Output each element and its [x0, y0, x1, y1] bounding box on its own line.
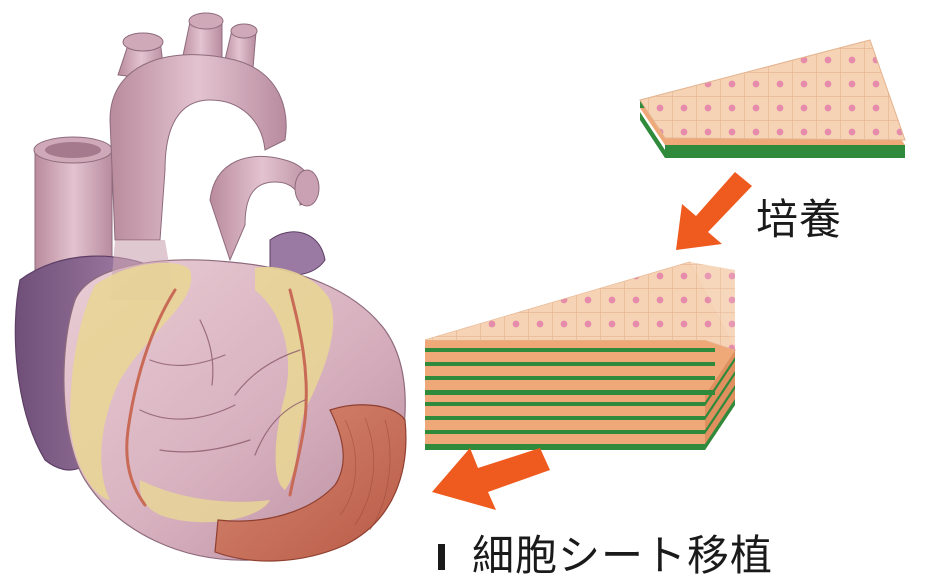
arrow-transplant [432, 448, 550, 510]
cell-sheet-single [640, 40, 905, 158]
cell-sheet-stack [425, 262, 735, 450]
label-culture: 培養 [756, 186, 842, 247]
label-transplant: 細胞シート移植 [472, 522, 773, 583]
heart-illustration [15, 13, 406, 561]
label-mark [438, 544, 445, 570]
arrow-culture [676, 172, 752, 250]
